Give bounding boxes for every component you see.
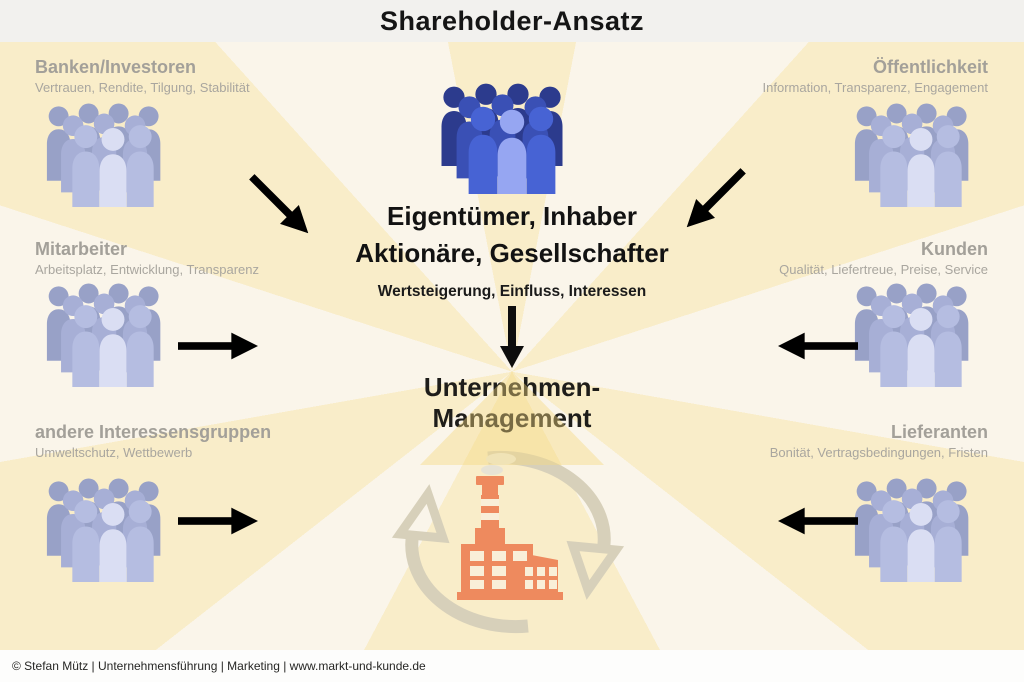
arrow-lieferanten-icon <box>778 506 858 536</box>
crowd-of-people-icon <box>854 103 969 207</box>
shareholder-subtitle: Wertsteigerung, Einfluss, Interessen <box>377 283 647 300</box>
stakeholder-details: Qualität, Liefertreue, Preise, Service <box>779 262 988 277</box>
arrow-mitarbeiter-icon <box>178 331 258 361</box>
footer-bar: © Stefan Mütz | Unternehmensführung | Ma… <box>0 650 1024 682</box>
stakeholder-lieferanten: Lieferanten Bonität, Vertragsbedingungen… <box>658 422 988 460</box>
stakeholder-oeffentlichkeit: Öffentlichkeit Information, Transparenz,… <box>658 57 988 95</box>
stakeholder-banken-investoren: Banken/Investoren Vertrauen, Rendite, Ti… <box>35 57 365 95</box>
crowd-of-people-icon <box>854 478 969 582</box>
management-title-line1: Unternehmen- <box>423 372 601 402</box>
stakeholder-andere-interessensgruppen: andere Interessensgruppen Umweltschutz, … <box>35 422 365 460</box>
title-bar: Shareholder-Ansatz <box>0 0 1024 42</box>
footer-text: © Stefan Mütz | Unternehmensführung | Ma… <box>12 659 426 673</box>
crowd-of-people-icon <box>46 478 161 582</box>
down-arrow-icon <box>498 306 526 370</box>
stakeholder-details: Information, Transparenz, Engagement <box>762 80 988 95</box>
stakeholder-name: Lieferanten <box>890 422 988 442</box>
stakeholder-name: andere Interessensgruppen <box>35 422 272 442</box>
factory-icon <box>457 453 563 600</box>
stakeholder-details: Vertrauen, Rendite, Tilgung, Stabilität <box>35 80 250 95</box>
page-title: Shareholder-Ansatz <box>379 5 645 36</box>
stakeholder-name: Mitarbeiter <box>35 239 128 259</box>
shareholder-crowd-icon <box>441 83 563 194</box>
stakeholder-name: Kunden <box>921 239 988 259</box>
stakeholder-name: Öffentlichkeit <box>872 57 988 77</box>
arrow-interessensgruppen-icon <box>178 506 258 536</box>
management-title-line2: Management <box>432 403 592 433</box>
stakeholder-kunden: Kunden Qualität, Liefertreue, Preise, Se… <box>658 239 988 277</box>
crowd-of-people-icon <box>46 103 161 207</box>
stakeholder-details: Bonität, Vertragsbedingungen, Fristen <box>769 445 988 460</box>
shareholder-title-line1: Eigentümer, Inhaber <box>387 201 637 231</box>
stakeholder-details: Umweltschutz, Wettbewerb <box>35 445 193 460</box>
stakeholder-details: Arbeitsplatz, Entwicklung, Transparenz <box>35 262 259 277</box>
stakeholder-mitarbeiter: Mitarbeiter Arbeitsplatz, Entwicklung, T… <box>35 239 365 277</box>
arrow-kunden-icon <box>778 331 858 361</box>
shareholder-title-line2: Aktionäre, Gesellschafter <box>355 238 669 268</box>
stakeholder-name: Banken/Investoren <box>35 57 197 77</box>
smoke-icon <box>481 453 516 475</box>
